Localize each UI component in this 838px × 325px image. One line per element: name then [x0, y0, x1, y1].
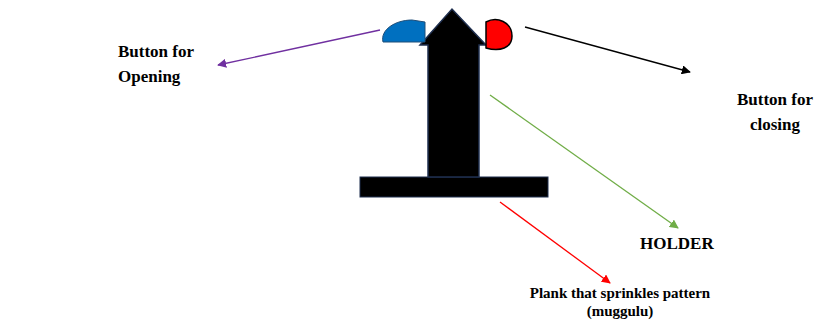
leader-line — [490, 95, 678, 228]
holder — [420, 9, 486, 177]
part-label: Button for closing — [716, 88, 834, 137]
part-label: HOLDER — [640, 232, 760, 257]
leader-line — [525, 27, 690, 72]
plank — [360, 177, 548, 197]
leader-line — [218, 30, 380, 65]
opening-button — [383, 20, 425, 42]
part-label: Plank that sprinkles pattern (muggulu) — [495, 284, 745, 320]
part-label: Button for Opening — [118, 40, 238, 89]
leader-line — [500, 202, 610, 283]
closing-button — [486, 20, 512, 50]
